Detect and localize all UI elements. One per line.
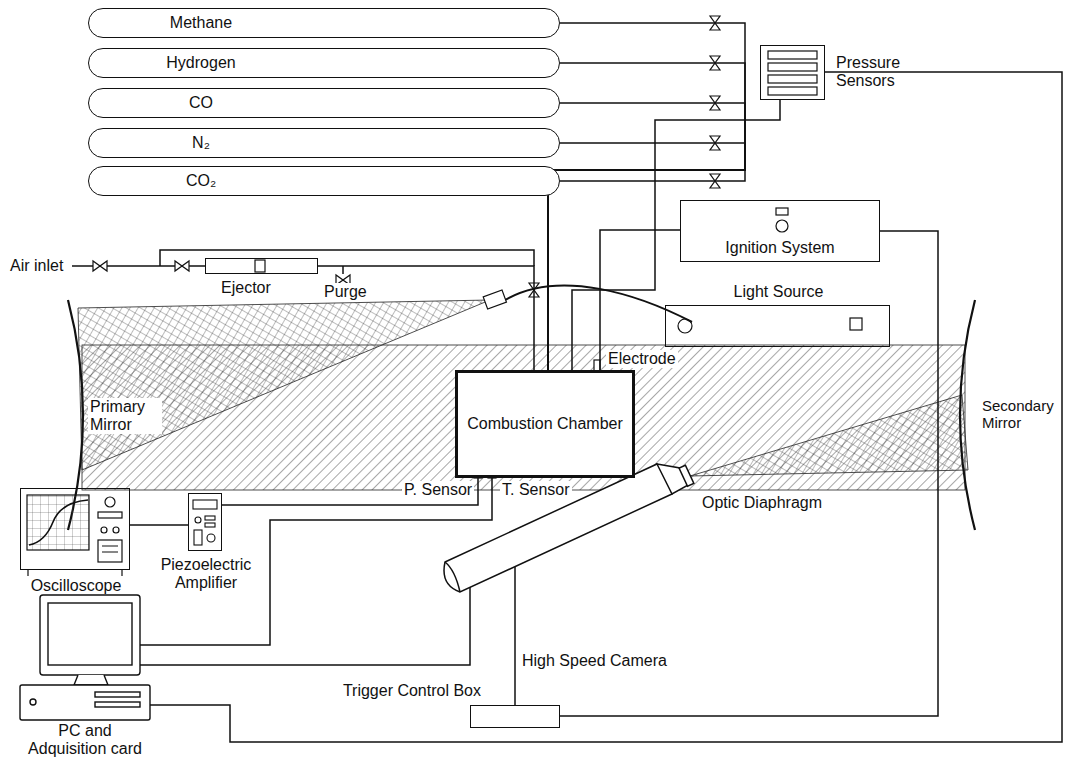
high-speed-camera: High Speed Camera [440,460,680,590]
gas-cylinder: CO₂ [88,166,560,196]
trigger-control-box: Trigger Control Box [470,705,560,728]
gas-cylinder: Hydrogen [88,48,560,78]
pipe-or-cable [548,143,745,370]
node-text: CO₂ [89,172,313,190]
pc-computer: PC and Adquisition card [20,595,150,720]
node-text: Ejector [221,279,301,297]
camera-drawing [444,464,694,592]
gas-cylinder: CO [88,88,560,118]
node-text: Piezoelectric Amplifier [151,556,261,592]
node-text: Light Source [666,283,891,301]
node-text: CO [89,94,313,112]
part-label: Purge [322,283,369,301]
pipe-or-cable [548,63,745,370]
pc-drawing [20,595,150,720]
node-text: Ignition System [725,239,834,257]
node-text: High Speed Camera [522,652,702,670]
piezo-amplifier: Piezoelectric Amplifier [188,493,222,551]
amplifier-drawing [193,500,217,545]
oscilloscope: Oscilloscope [20,488,130,570]
part-label: Secondary Mirror [980,398,1060,432]
pipe-or-cable [548,23,745,370]
pipe-or-cable [514,590,516,705]
mirrors [68,300,975,530]
part-label: Optic Diaphragm [700,494,824,512]
oscilloscope-drawing [27,495,122,576]
part-label: Primary Mirror [88,398,162,434]
air-line [72,250,534,274]
pipe-or-cable [130,524,188,526]
pipe-or-cable [600,230,680,370]
node-text: Trigger Control Box [281,682,481,700]
gas-cylinder: Methane [88,8,560,38]
pipe-or-cable [572,100,780,370]
ignition-system: Ignition System [680,200,880,262]
pipe-or-cable [150,478,492,645]
light-source: Light Source [665,305,890,347]
gas-valves [710,16,720,188]
node-text: N₂ [89,134,313,152]
part-label: T. Sensor [500,481,572,499]
pipe-or-cable [548,103,745,370]
part-label: P. Sensor [402,481,474,499]
part-label: Electrode [606,350,678,368]
ejector: Ejector [205,258,318,274]
node-text: Hydrogen [89,54,313,72]
optical-beam [78,300,968,490]
node-text: Combustion Chamber [467,415,623,433]
node-text: Methane [89,14,313,32]
part-label: Air inlet [8,257,65,275]
node-text: Pressure Sensors [836,54,936,90]
pipe-or-cable [222,478,478,505]
pipe-or-cable [318,266,534,370]
pipe-or-cable [150,590,470,665]
gas-cylinder: N₂ [88,128,560,158]
combustion-chamber: Combustion Chamber [455,370,635,478]
pressure-sensors: Pressure Sensors [760,45,825,100]
node-text: PC and Adquisition card [20,722,150,758]
node-text: Oscilloscope [11,577,141,595]
